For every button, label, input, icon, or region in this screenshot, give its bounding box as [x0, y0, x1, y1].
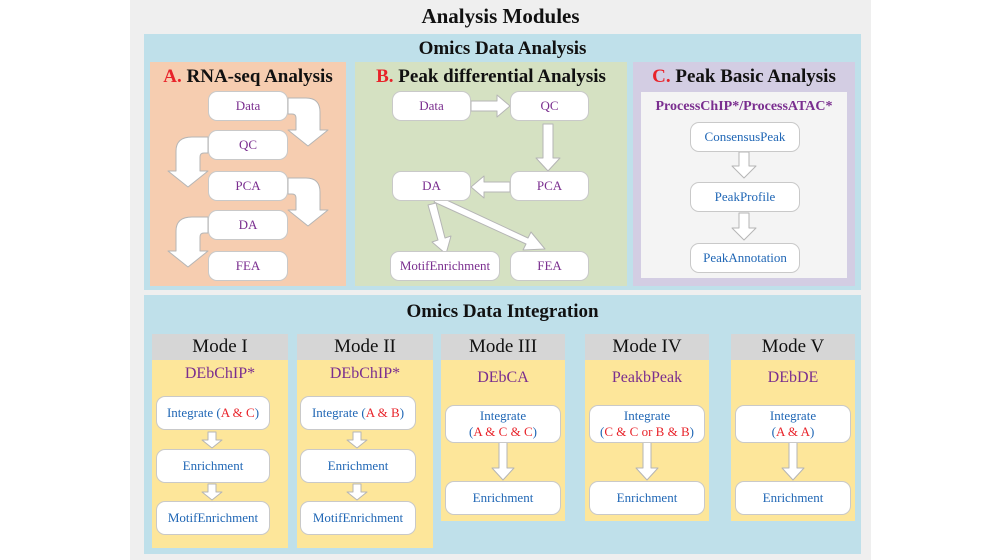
mode-2-enrichment: Enrichment — [300, 449, 416, 483]
mode-1-args-close: ) — [254, 405, 260, 421]
arrow-c-1 — [731, 151, 757, 179]
b-node-qc: QC — [510, 91, 589, 121]
mode-5-integrate: Integrate (A & A) — [735, 405, 851, 443]
panel-a-title: A. RNA-seq Analysis — [150, 66, 346, 88]
mode-1-enrichment: Enrichment — [156, 449, 270, 483]
arrow-a-qc-pca — [167, 136, 209, 188]
b-node-motif-enrichment: MotifEnrichment — [390, 251, 500, 281]
mode-2-args: A & B — [365, 405, 400, 421]
mode-2-header: Mode II — [297, 334, 433, 360]
mode-4-args-line: (C & C or B & B) — [600, 424, 694, 440]
mode-2-integrate-label: Integrate — [311, 405, 359, 421]
mode-5-enrichment: Enrichment — [735, 481, 851, 515]
mode-1-integrate-label: Integrate — [166, 405, 214, 421]
b-node-pca: PCA — [510, 171, 589, 201]
mode-3-integrate-label: Integrate — [479, 408, 527, 424]
mode-3-name: DEbCA — [477, 369, 529, 386]
mode-4-args: C & C or B & B — [604, 424, 690, 439]
arrow-m2-1 — [346, 431, 368, 449]
mode-3-args-line: (A & C & C) — [469, 424, 537, 440]
a-node-fea: FEA — [208, 251, 288, 281]
mode-1-args-open: ( — [216, 405, 221, 421]
mode-5-header: Mode V — [731, 334, 855, 360]
arrow-a-da-fea — [167, 216, 209, 268]
panel-a-prefix: A. — [163, 66, 182, 87]
a-node-data: Data — [208, 91, 288, 121]
arrow-b-da-fea — [433, 195, 546, 251]
mode-1-args: A & C — [220, 405, 255, 421]
mode-2-args-open: ( — [361, 405, 366, 421]
panel-a-label: RNA-seq Analysis — [186, 66, 333, 87]
arrow-m5-1 — [781, 441, 805, 481]
arrow-m1-1 — [201, 431, 223, 449]
a-node-pca: PCA — [208, 171, 288, 201]
mode-3-args-open: ( — [469, 424, 474, 439]
mode-2-motif-enrichment: MotifEnrichment — [300, 501, 416, 535]
arrow-c-2 — [731, 212, 757, 241]
b-node-data: Data — [392, 91, 471, 121]
panel-b-prefix: B. — [376, 66, 394, 87]
panel-b-label: Peak differential Analysis — [398, 66, 606, 87]
mode-1-integrate: Integrate (A & C) — [156, 396, 270, 430]
panel-b-title: B. Peak differential Analysis — [355, 66, 627, 88]
arrow-a-data-qc — [287, 97, 329, 147]
mode-1-name: DEbChIP* — [184, 365, 256, 382]
mode-3-args-close: ) — [532, 424, 537, 439]
mode-5-args-open: ( — [771, 424, 777, 439]
arrow-m2-2 — [346, 483, 368, 501]
omics-analysis-title: Omics Data Analysis — [418, 38, 587, 59]
panel-c-title: C. Peak Basic Analysis — [633, 66, 855, 88]
mode-3-header: Mode III — [441, 334, 565, 360]
mode-3-args: A & C & C — [473, 424, 533, 439]
arrow-b-data-qc — [470, 94, 511, 118]
mode-2-integrate: Integrate (A & B) — [300, 396, 416, 430]
b-node-da: DA — [392, 171, 471, 201]
mode-4-name: PeakbPeak — [611, 369, 683, 386]
panel-c-subtitle: ProcessChIP*/ProcessATAC* — [655, 99, 833, 114]
mode-5-name: DEbDE — [767, 369, 819, 386]
arrow-b-da-motif — [427, 202, 452, 255]
mode-5-args-line: (A & A) — [772, 424, 815, 440]
arrow-m3-1 — [491, 441, 515, 481]
c-node-consensus-peak: ConsensusPeak — [690, 122, 800, 152]
c-node-peak-profile: PeakProfile — [690, 182, 800, 212]
mode-2-name: DEbChIP* — [329, 365, 401, 382]
main-title: Analysis Modules — [421, 4, 580, 28]
panel-c-prefix: C. — [652, 66, 671, 87]
arrow-b-pca-da — [470, 175, 511, 199]
mode-1-header: Mode I — [152, 334, 288, 360]
integration-title: Omics Data Integration — [406, 301, 599, 322]
mode-5-integrate-label: Integrate — [769, 408, 817, 424]
mode-4-header: Mode IV — [585, 334, 709, 360]
mode-5-args-close: ) — [809, 424, 815, 439]
mode-2-args-close: ) — [399, 405, 405, 421]
a-node-da: DA — [208, 210, 288, 240]
mode-4-args-close: ) — [689, 424, 694, 439]
arrow-m4-1 — [635, 441, 659, 481]
mode-4-args-open: ( — [600, 424, 605, 439]
mode-3-integrate: Integrate (A & C & C) — [445, 405, 561, 443]
mode-4-integrate: Integrate (C & C or B & B) — [589, 405, 705, 443]
arrow-a-pca-da — [287, 177, 329, 227]
a-node-qc: QC — [208, 130, 288, 160]
c-node-peak-annotation: PeakAnnotation — [690, 243, 800, 273]
arrow-m1-2 — [201, 483, 223, 501]
panel-c-label: Peak Basic Analysis — [675, 66, 836, 87]
b-node-fea: FEA — [510, 251, 589, 281]
mode-3-enrichment: Enrichment — [445, 481, 561, 515]
mode-5-args: A & A — [776, 424, 810, 439]
mode-4-integrate-label: Integrate — [623, 408, 671, 424]
mode-4-enrichment: Enrichment — [589, 481, 705, 515]
mode-1-motif-enrichment: MotifEnrichment — [156, 501, 270, 535]
arrow-b-qc-pca — [535, 123, 561, 172]
